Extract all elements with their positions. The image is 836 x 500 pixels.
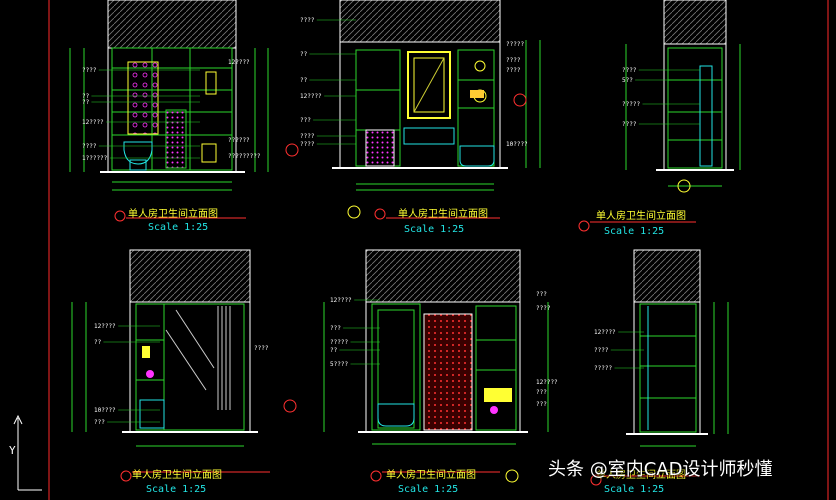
annotation-note-right: 12???? [536,379,558,386]
elevation-scale: Scale 1:25 [398,484,458,495]
annotation-note: ????? [594,365,612,372]
elevation-2[interactable] [285,0,541,220]
annotation-note: ????? [622,101,640,108]
annotation-note: ?? [300,77,308,84]
annotation-note-right: ????????? [228,153,261,160]
elevation-title: 单人房卫生间立面图 [132,468,222,481]
annotation-note: ???? [622,121,637,128]
ucs-axis-icon: Y [9,414,42,491]
elevation-title: 单人房卫生间立面图 [596,468,686,481]
annotation-note: ???? [82,67,97,74]
annotation-note: 12???? [594,329,616,336]
elevation-3[interactable] [578,0,741,232]
annotation-note: 12???? [82,119,104,126]
annotation-note: 12???? [94,323,116,330]
annotation-note: ?? [94,339,102,346]
elevation-scale: Scale 1:25 [404,224,464,235]
annotation-note-right: ???? [254,345,269,352]
annotation-note: ???? [622,67,637,74]
annotation-note: ????? [330,339,348,346]
annotation-note: ??? [94,419,105,426]
annotation-note-right: ???? [536,305,551,312]
annotation-layer: 单人房卫生间立面图 Scale 1:25???????? 12???????? 1??… [82,17,700,495]
elevation-scale: Scale 1:25 [148,222,208,233]
elevation-title: 单人房卫生间立面图 [398,207,488,220]
annotation-note: ?? [82,99,90,106]
annotation-note-right: ????? [506,41,524,48]
elevation-title: 单人房卫生间立面图 [386,468,476,481]
annotation-note: ??? [300,117,311,124]
annotation-note-right: ??? [536,291,547,298]
annotation-note: ?? [300,51,308,58]
annotation-note: ??? [330,325,341,332]
elevation-title: 单人房卫生间立面图 [128,207,218,220]
annotation-note-right: ??? [536,401,547,408]
watermark: 头条 @室内CAD设计师秒懂 [548,459,773,480]
elevation-title: 单人房卫生间立面图 [596,209,686,222]
elevation-5[interactable] [323,249,549,483]
annotation-note-right: ???? [506,57,521,64]
annotation-note-right: ?????? [228,137,250,144]
annotation-note: ???? [300,133,315,140]
annotation-note: 12???? [330,297,352,304]
annotation-note: ???? [594,347,609,354]
annotation-note: 5???? [330,361,348,368]
annotation-note: ???? [300,17,315,24]
annotation-note: ???? [300,141,315,148]
elevation-scale: Scale 1:25 [146,484,206,495]
elevation-scale: Scale 1:25 [604,484,664,495]
elevation-6[interactable] [590,249,729,486]
ucs-y-label: Y [9,444,16,457]
annotation-note: ?? [82,93,90,100]
elevation-4[interactable] [71,249,297,482]
annotation-note: 1?????? [82,155,108,162]
annotation-note: 5?? [622,77,633,84]
elevation-scale: Scale 1:25 [604,226,664,237]
annotation-note: 12???? [300,93,322,100]
annotation-note: ?? [330,347,338,354]
annotation-note-right: ??? [536,389,547,396]
annotation-note: 10???? [94,407,116,414]
annotation-note-right: 12???? [228,59,250,66]
annotation-note-right: 10???? [506,141,528,148]
drawing-frame [48,0,829,500]
annotation-note-right: ???? [506,67,521,74]
elevation-1[interactable] [69,0,269,222]
annotation-note: ???? [82,143,97,150]
